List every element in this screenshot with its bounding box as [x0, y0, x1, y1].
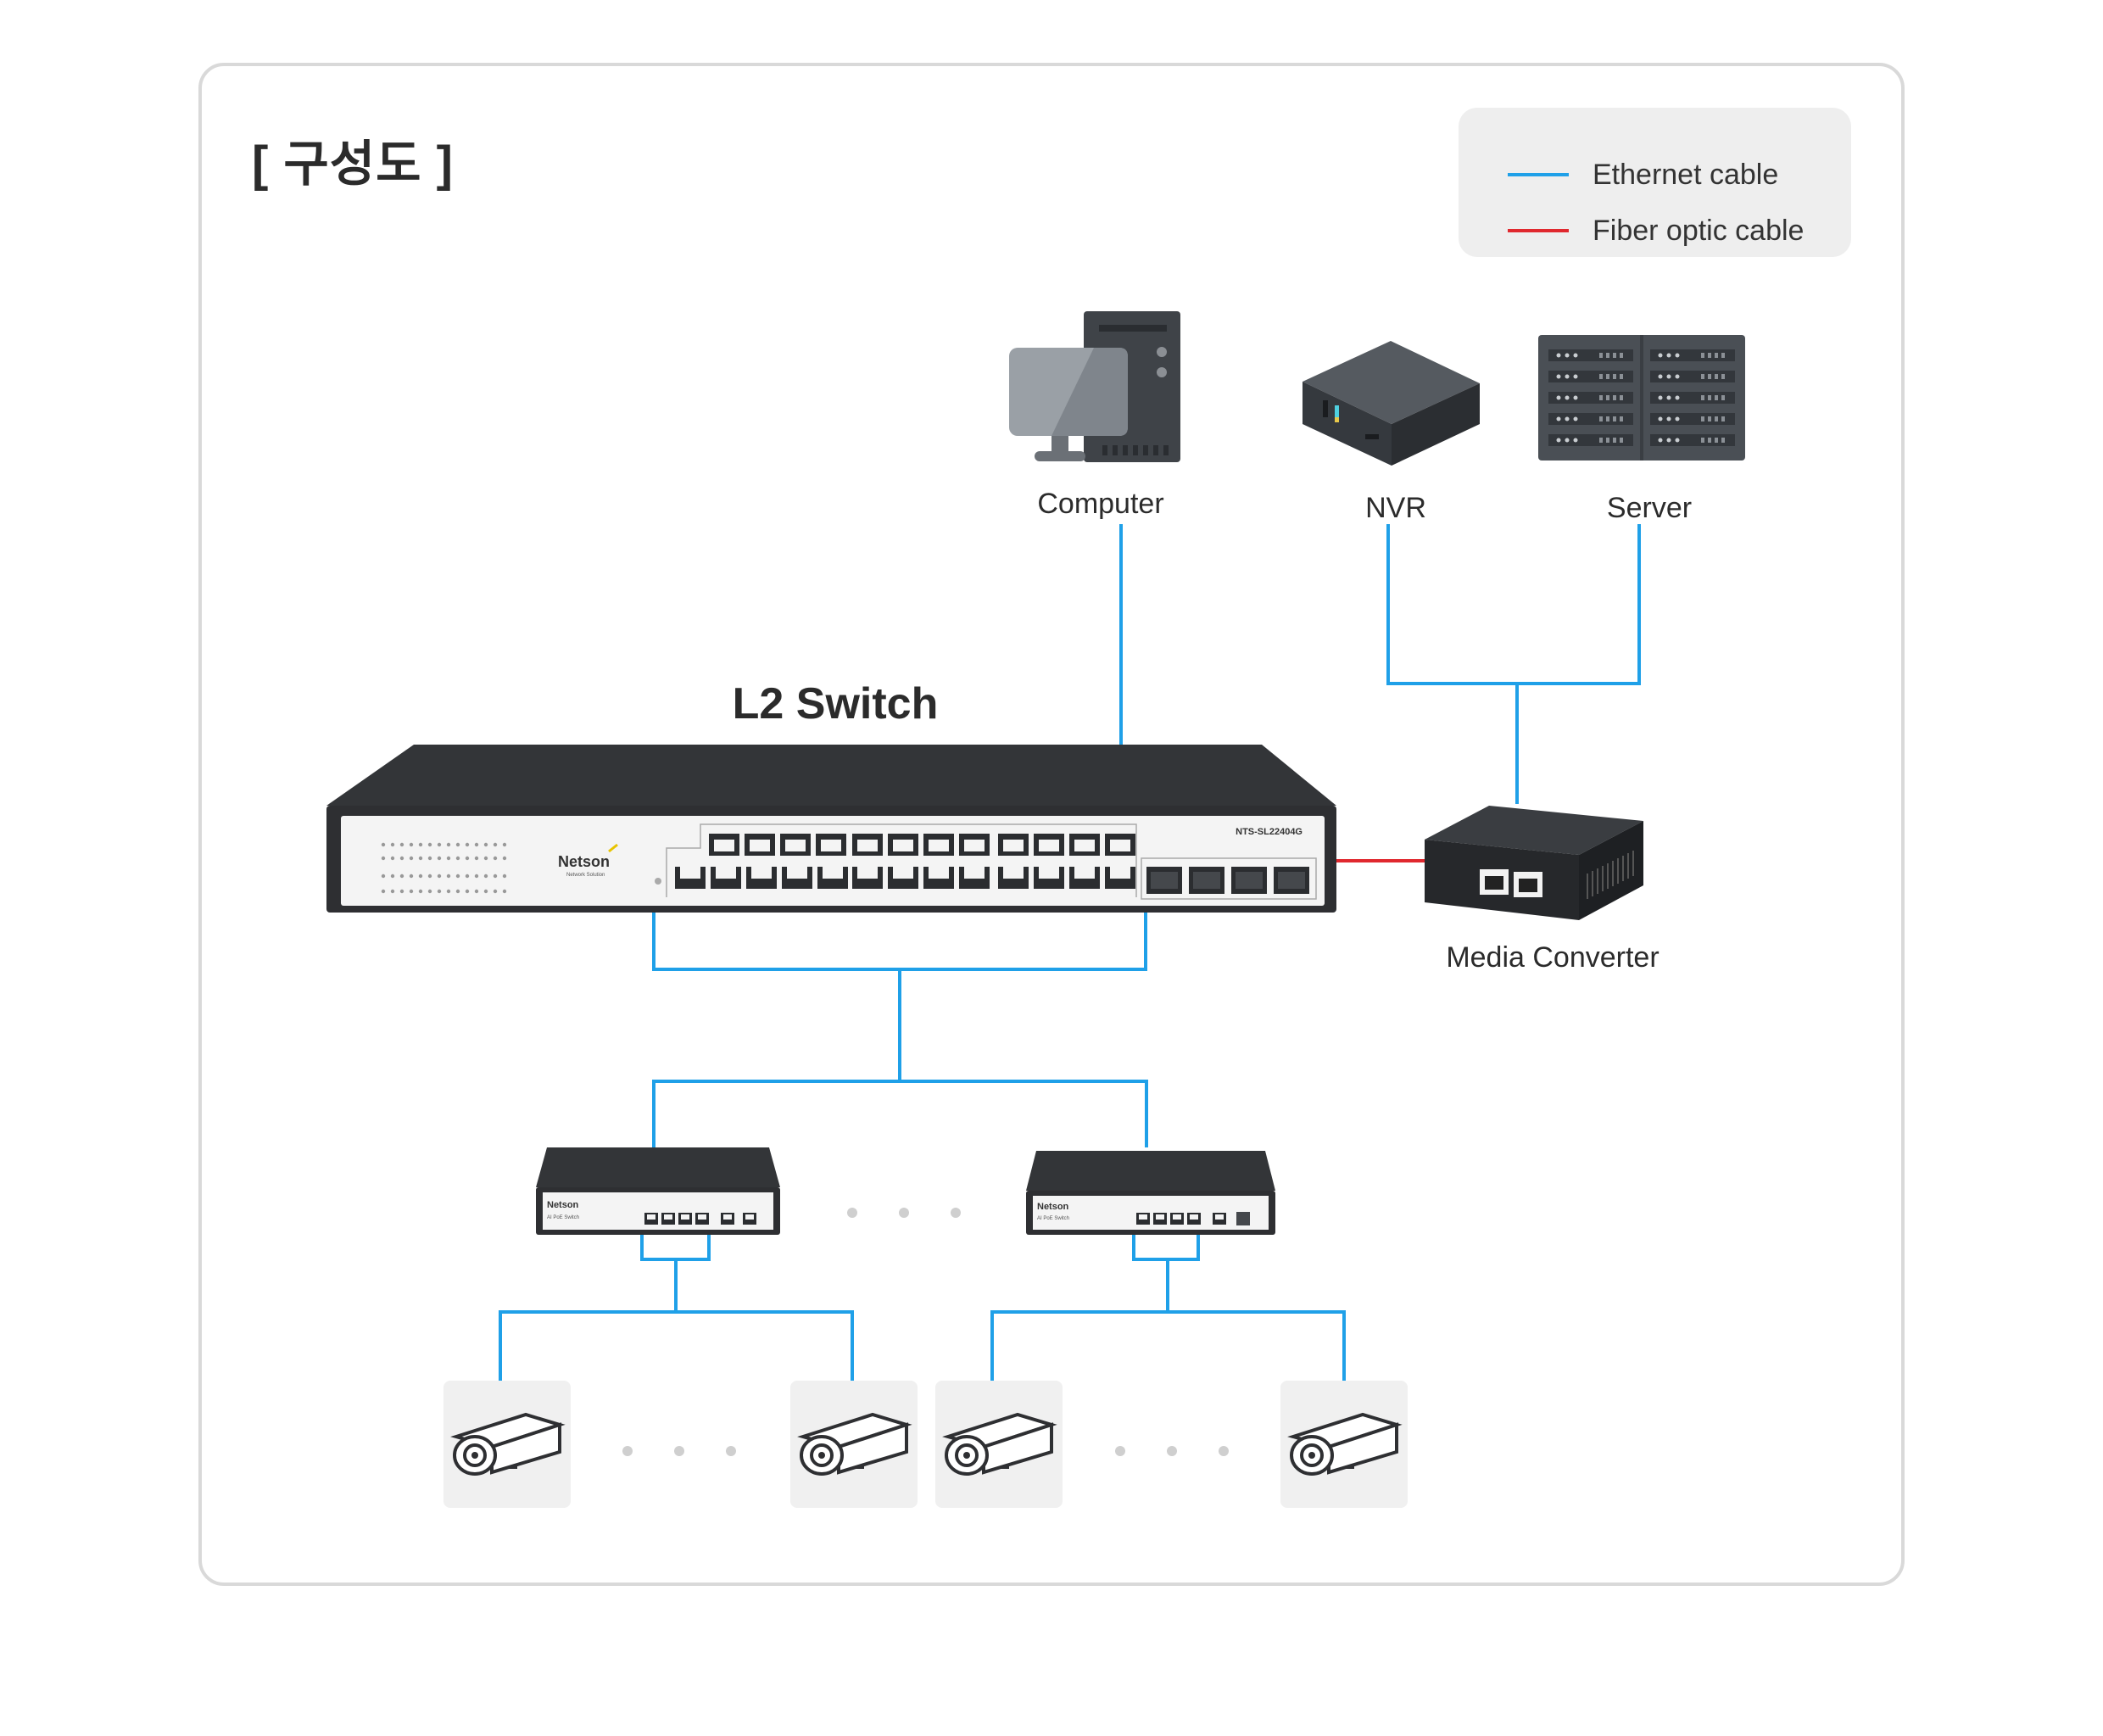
switch-model: NTS-SL22404G: [1236, 827, 1303, 837]
label-media-converter: Media Converter: [1446, 941, 1660, 974]
cable-poe-left-cameras: [499, 1310, 854, 1381]
legend-label-fiber: Fiber optic cable: [1593, 214, 1805, 247]
poe-right-brand: Netson: [1037, 1202, 1069, 1212]
label-nvr: NVR: [1365, 492, 1426, 524]
label-server: Server: [1606, 492, 1693, 524]
desktop-computer-icon: [1009, 311, 1180, 462]
l2-switch-icon: Netson Network Solution NTS-SL22404G: [326, 745, 1336, 913]
diagram-title: [ 구성도 ]: [252, 137, 454, 192]
poe-switch-left-icon: Netson AI PoE Switch: [536, 1147, 780, 1235]
legend: Ethernet cable Fiber optic cable: [1459, 108, 1851, 257]
legend-item-ethernet: Ethernet cable: [1508, 149, 1778, 200]
cable-poe-right-cameras: [990, 1310, 1346, 1381]
switch-brand-sub: Network Solution: [566, 873, 605, 878]
cable-nvr-server: [1386, 524, 1641, 685]
poe-left-sub: AI PoE Switch: [547, 1215, 579, 1220]
switch-brand: Netson: [558, 853, 610, 870]
ethernet-cables: [499, 524, 1641, 1381]
label-computer: Computer: [1037, 488, 1164, 520]
server-rack-icon: [1538, 335, 1745, 461]
poe-right-sub: AI PoE Switch: [1037, 1216, 1069, 1221]
cctv-camera-icon: [935, 1381, 1063, 1508]
fiber-line-swatch: [1508, 229, 1569, 232]
poe-switch-right-icon: Netson AI PoE Switch: [1026, 1151, 1275, 1235]
nvr-icon: [1303, 341, 1480, 466]
poe-left-brand: Netson: [547, 1200, 579, 1210]
cable-switch-downlink: [652, 912, 1147, 971]
legend-item-fiber: Fiber optic cable: [1508, 205, 1804, 256]
ellipsis-dots: [622, 1208, 1229, 1456]
cctv-camera-icon: [790, 1381, 918, 1508]
label-l2-switch: L2 Switch: [732, 679, 939, 728]
cable-to-poe-switches: [652, 1080, 1148, 1147]
ethernet-line-swatch: [1508, 173, 1569, 176]
camera-group: [443, 1381, 1408, 1508]
diagram-frame: [198, 63, 1905, 1586]
cctv-camera-icon: [1280, 1381, 1408, 1508]
cctv-camera-icon: [443, 1381, 571, 1508]
legend-label-ethernet: Ethernet cable: [1593, 158, 1779, 191]
media-converter-icon: [1425, 806, 1643, 920]
